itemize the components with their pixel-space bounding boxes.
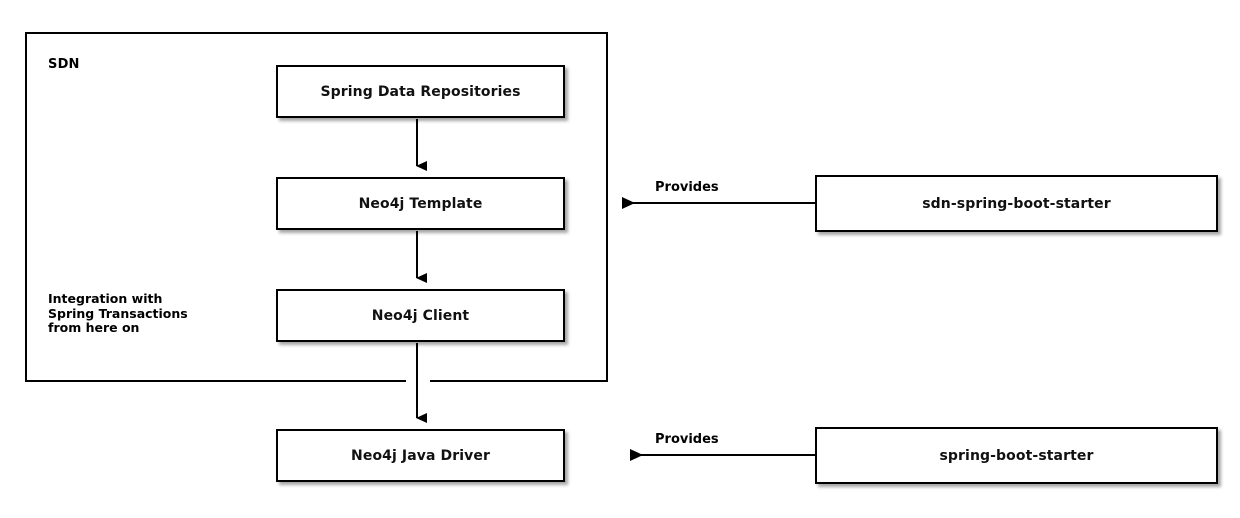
node-label: spring-boot-starter [939,447,1094,464]
edge-label-provides-sdn: Provides [655,180,719,195]
edge-label-provides-driver: Provides [655,432,719,447]
node-label: Neo4j Template [358,195,483,212]
node-spring-data-repositories[interactable]: Spring Data Repositories [276,65,565,118]
node-label: sdn-spring-boot-starter [922,195,1111,212]
sdn-container-box [25,32,608,382]
node-neo4j-java-driver[interactable]: Neo4j Java Driver [276,429,565,482]
transactions-note: Integration with Spring Transactions fro… [48,291,188,335]
node-sdn-spring-boot-starter[interactable]: sdn-spring-boot-starter [815,175,1218,232]
node-label: Neo4j Java Driver [351,447,490,464]
node-label: Spring Data Repositories [320,83,521,100]
node-label: Neo4j Client [371,307,470,324]
sdn-container-label: SDN [48,57,80,72]
node-neo4j-template[interactable]: Neo4j Template [276,177,565,230]
node-neo4j-client[interactable]: Neo4j Client [276,289,565,342]
node-spring-boot-starter[interactable]: spring-boot-starter [815,427,1218,484]
